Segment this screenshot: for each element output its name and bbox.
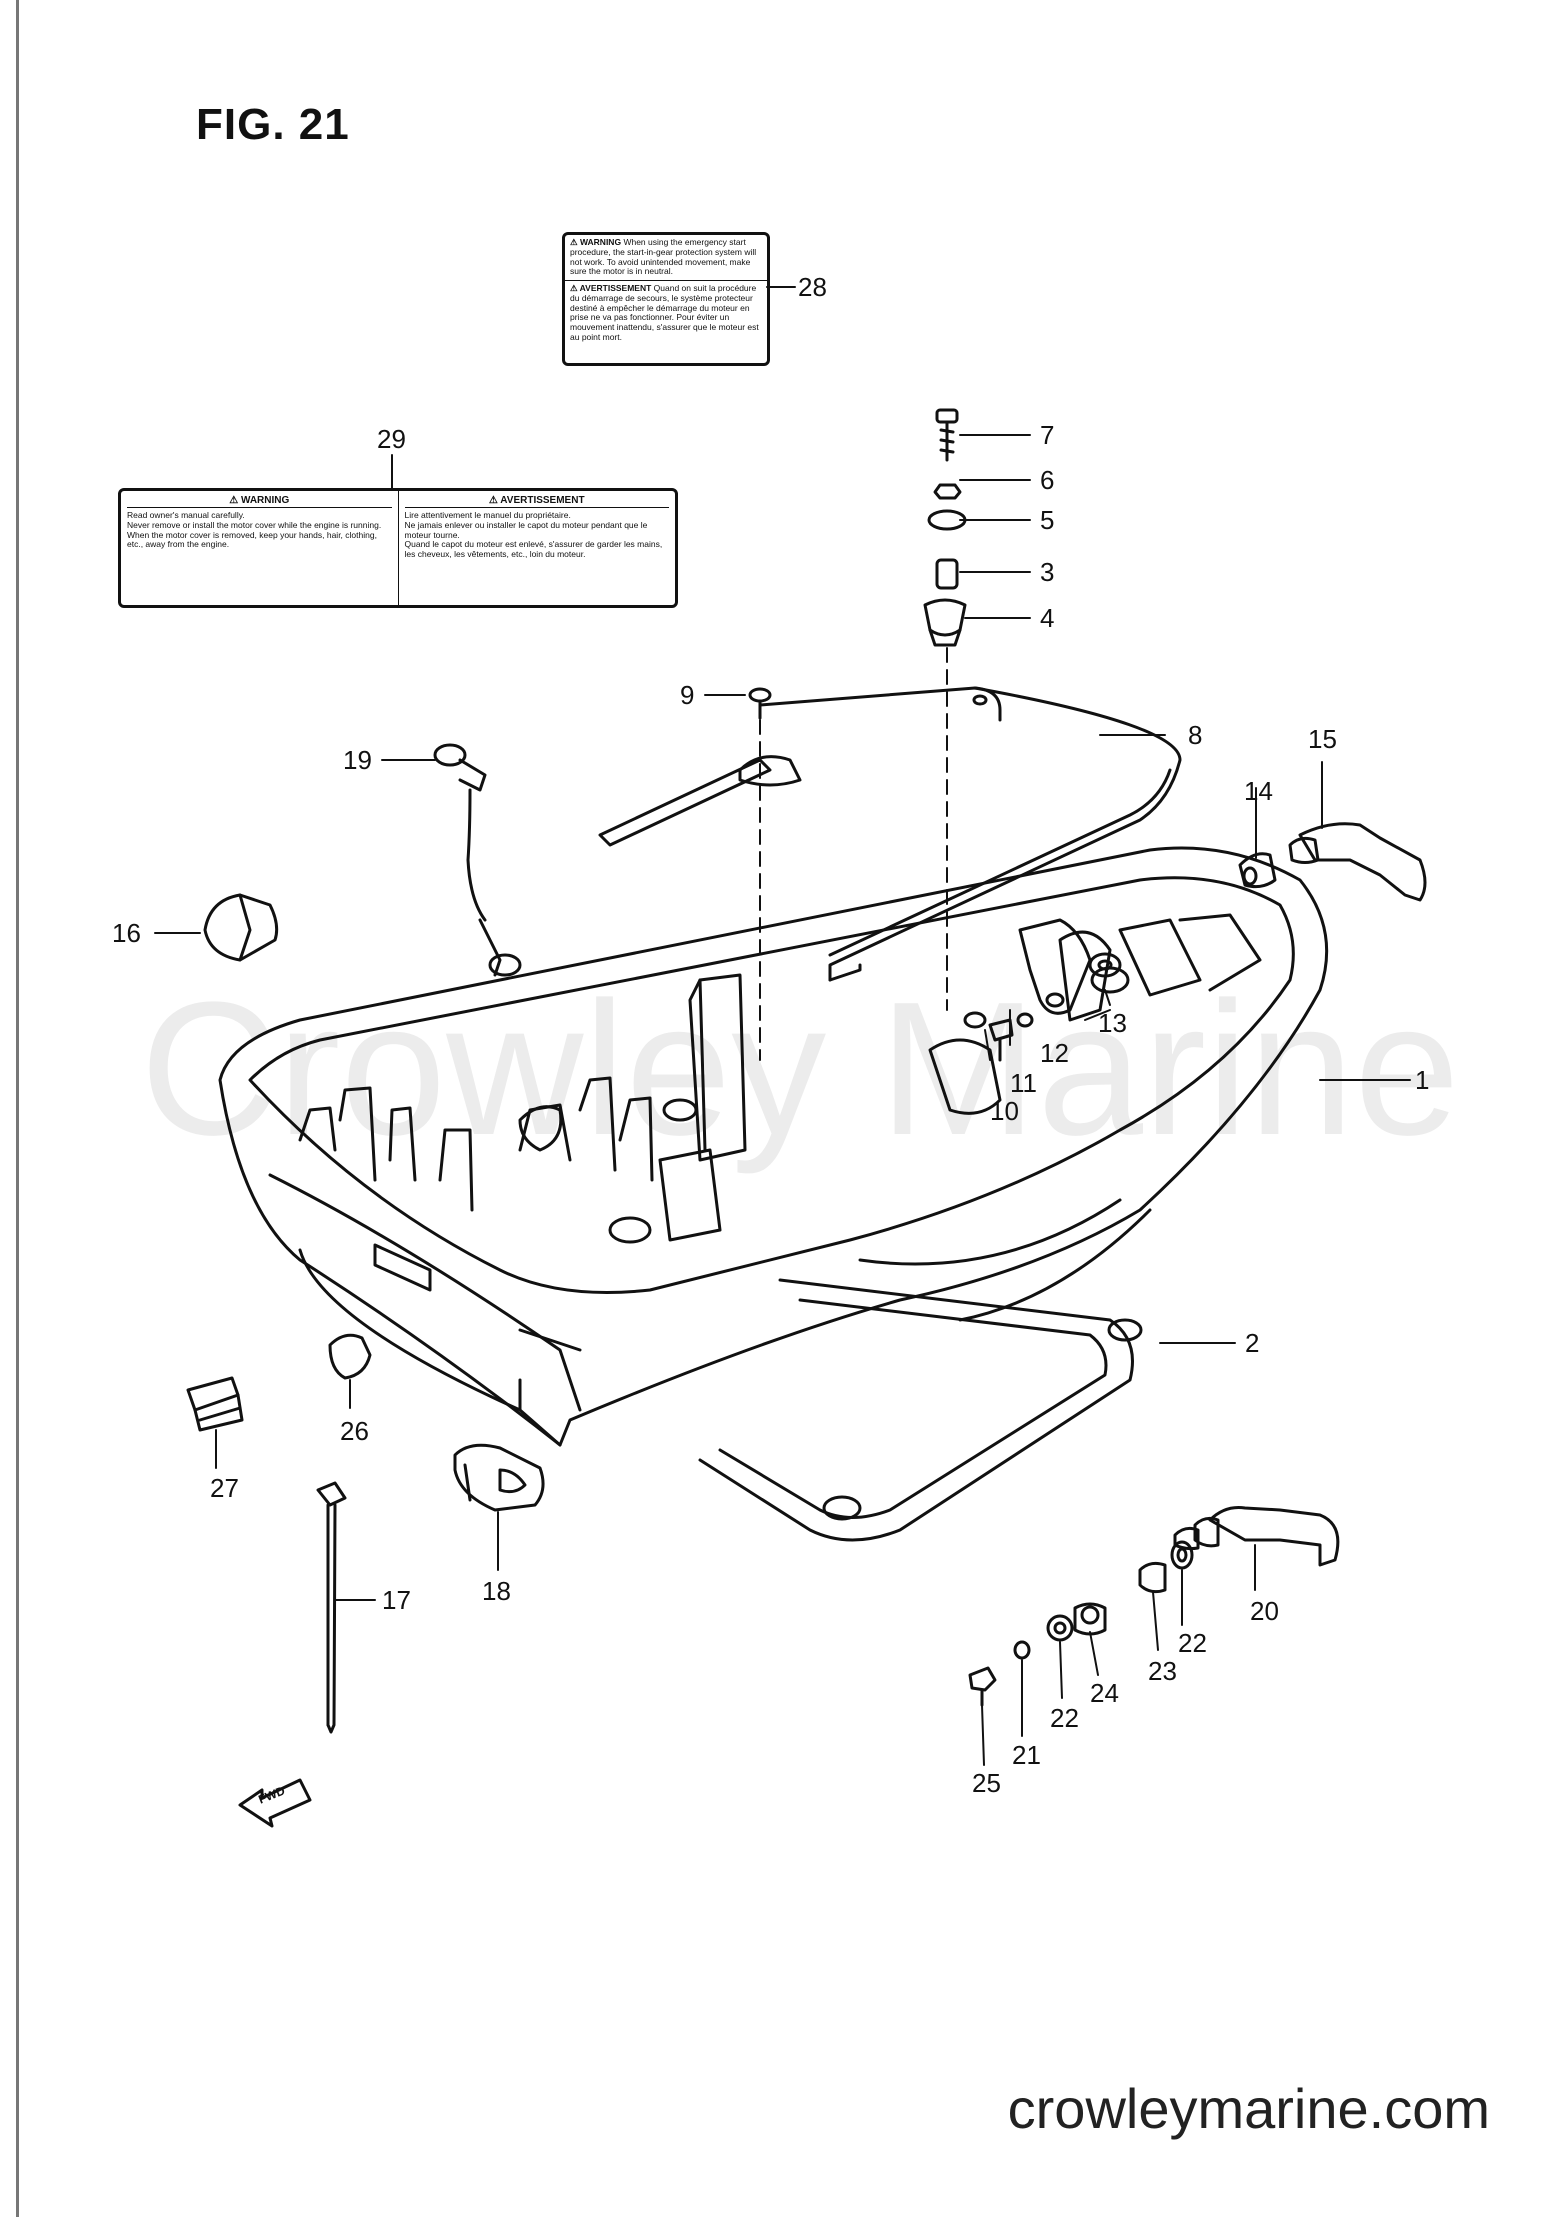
callout-11: 11 <box>1010 1068 1037 1098</box>
callout-6: 6 <box>1040 465 1055 495</box>
callout-17: 17 <box>382 1585 411 1615</box>
callout-24: 24 <box>1090 1678 1119 1708</box>
callout-5: 5 <box>1040 505 1055 535</box>
fwd-arrow-icon <box>238 1778 312 1828</box>
decal-29-warning-head: ⚠ WARNING <box>127 494 392 508</box>
grommet-16 <box>203 893 279 962</box>
seal-strip <box>598 686 1182 982</box>
leader-lines <box>154 286 1411 1766</box>
small-hardware <box>968 1540 1194 1707</box>
plug-26 <box>328 1333 372 1380</box>
decal-29-warning-item: Never remove or install the motor cover … <box>127 519 382 530</box>
grommet-14 <box>1238 852 1277 889</box>
callout-16: 16 <box>112 918 141 948</box>
footer-url[interactable]: crowleymarine.com <box>1007 2077 1490 2140</box>
ground-wire <box>433 743 522 977</box>
decal-28-warning-head: ⚠ WARNING <box>570 237 622 247</box>
lever-20 <box>1173 1506 1340 1567</box>
decal-28-avert-head: ⚠ AVERTISSEMENT <box>570 283 652 294</box>
cable-tie <box>316 1481 347 1734</box>
decal-29-warning-item: When the motor cover is removed, keep yo… <box>127 529 377 550</box>
callout-19: 19 <box>343 745 372 775</box>
callout-18: 18 <box>482 1576 511 1606</box>
callout-3: 3 <box>1040 557 1055 587</box>
lower-motor-cover <box>218 846 1329 1447</box>
fastener-stack <box>923 408 967 647</box>
callout-9: 9 <box>680 680 695 710</box>
callout-1: 1 <box>1415 1065 1430 1095</box>
callout-15: 15 <box>1308 724 1337 754</box>
callout-26: 26 <box>340 1416 369 1446</box>
page-edge-line <box>16 0 19 2217</box>
decal-28-warning-text: When using the emergency start procedure… <box>570 237 757 277</box>
callout-20: 20 <box>1250 1596 1279 1626</box>
callout-29: 29 <box>377 424 406 454</box>
decal-29-avert-item: Lire attentivement le manuel du propriét… <box>404 510 571 520</box>
callout-22-lower: 22 <box>1050 1703 1079 1733</box>
lever-15 <box>1288 822 1427 902</box>
callout-12: 12 <box>1040 1038 1069 1068</box>
latch-assembly <box>963 918 1122 1062</box>
callout-4: 4 <box>1040 603 1055 633</box>
callout-8: 8 <box>1188 720 1203 750</box>
callout-27: 27 <box>210 1473 239 1503</box>
decal-29-warning-item: Read owner's manual carefully. <box>127 510 245 520</box>
callout-28: 28 <box>798 272 827 302</box>
watermark: Crowley Marine <box>140 963 1460 1175</box>
callout-23: 23 <box>1148 1656 1177 1686</box>
callout-2: 2 <box>1245 1328 1260 1358</box>
callout-21: 21 <box>1012 1740 1041 1770</box>
warning-decal-28: ⚠ WARNING When using the emergency start… <box>562 232 770 366</box>
callout-14: 14 <box>1244 776 1273 806</box>
grommet-27 <box>186 1376 244 1432</box>
figure-title: FIG. 21 <box>196 100 350 149</box>
decal-29-avert-head: ⚠ AVERTISSEMENT <box>404 494 669 508</box>
decal-28-avert-text: Quand on suit la procédure du démarrage … <box>570 283 759 342</box>
grommet-18 <box>453 1443 545 1512</box>
callout-10: 10 <box>990 1096 1019 1126</box>
callout-7: 7 <box>1040 420 1055 450</box>
callout-13: 13 <box>1098 1008 1127 1038</box>
callout-25: 25 <box>972 1768 1001 1798</box>
decal-29-avert-item: Ne jamais enlever ou installer le capot … <box>404 519 648 540</box>
warning-decal-29: ⚠ WARNING Read owner's manual carefully.… <box>118 488 678 608</box>
callout-22-upper: 22 <box>1178 1628 1207 1658</box>
decal-29-avert-item: Quand le capot du moteur est enlevé, s'a… <box>404 539 663 560</box>
screw-9 <box>748 687 772 720</box>
seal-gasket <box>698 1278 1143 1542</box>
